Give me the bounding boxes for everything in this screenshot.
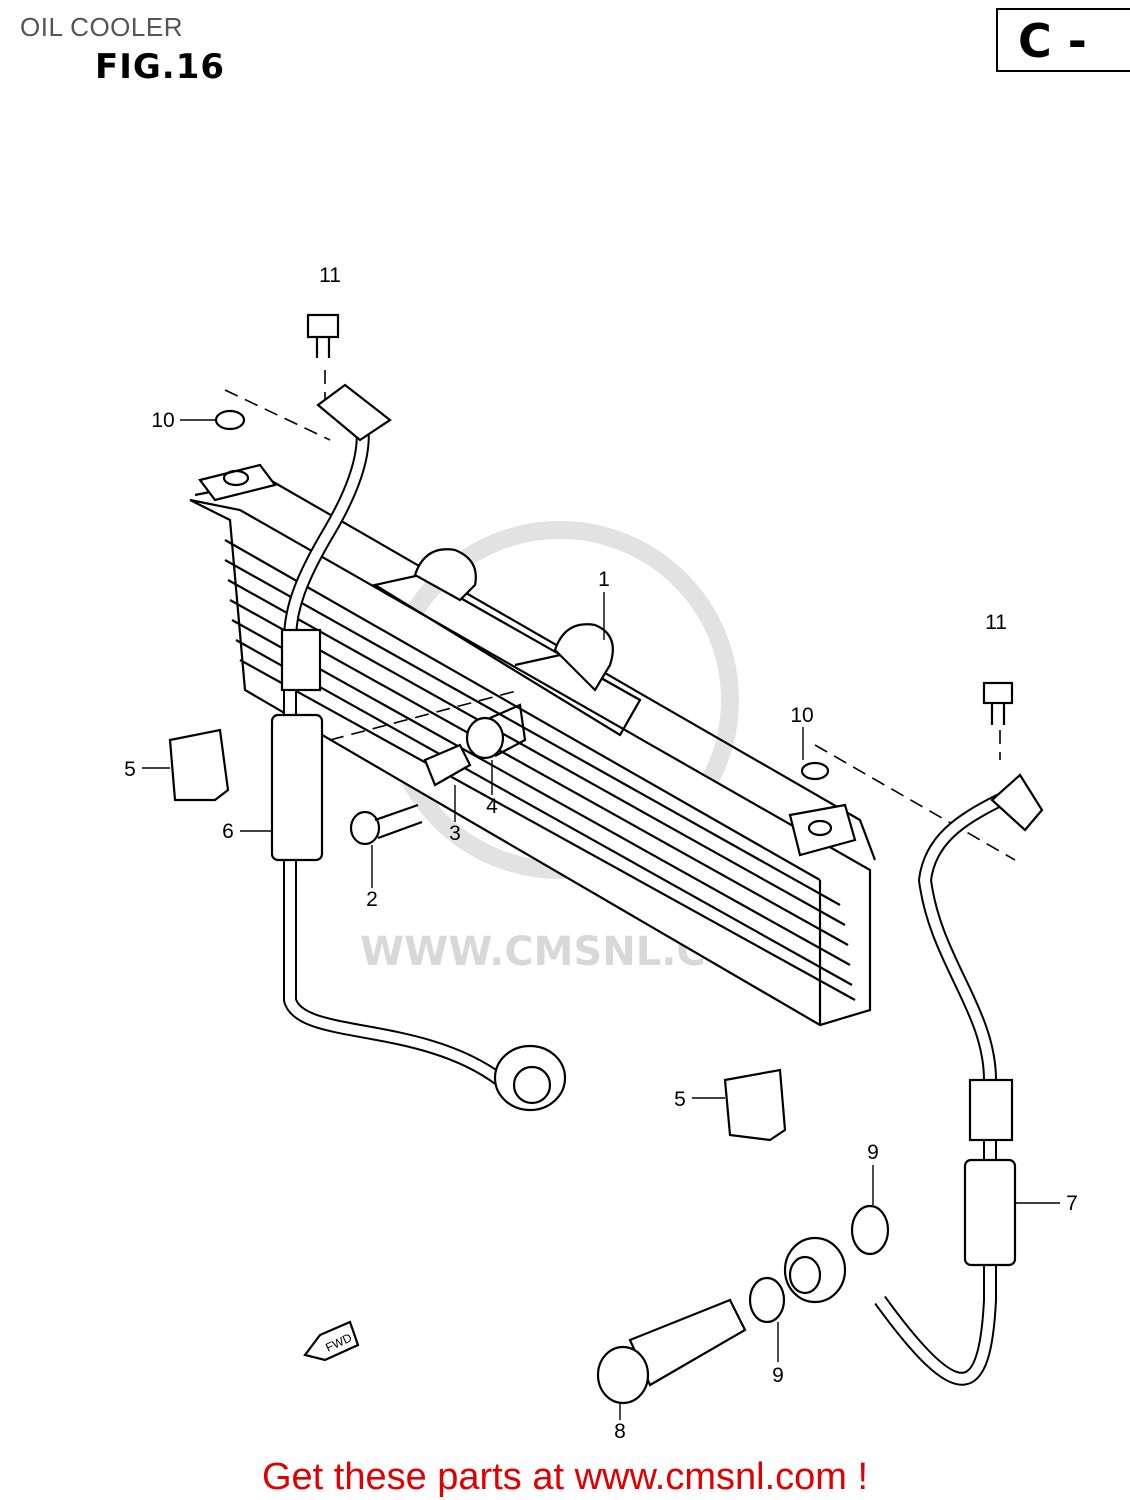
bolt-11 [982,681,1014,725]
figure-number: FIG.16 [95,47,226,87]
collar-3 [423,743,472,787]
cushion-5 [723,1068,787,1142]
cushion-5 [168,728,230,802]
callout-3: 3 [449,822,461,845]
callout-7: 7 [1066,1192,1078,1215]
bolt-2 [349,803,423,846]
union-bolt-8 [596,1298,747,1405]
callout-9: 9 [867,1141,879,1164]
bolt-11 [306,313,340,358]
footer-link[interactable]: Get these parts at www.cmsnl.com ! [261,1456,869,1498]
o-ring-10 [214,409,246,431]
diagram-subtitle: OIL COOLER [20,12,183,42]
callout-10: 10 [790,704,814,727]
oil-hose-6 [270,383,567,1112]
callout-5: 5 [124,758,136,781]
gasket-9 [850,1204,890,1256]
oil-hose-7 [783,773,1044,1386]
fwd-arrow-icon: FWD [303,1320,360,1362]
grommet-4 [465,703,527,760]
callout-10: 10 [151,409,175,432]
callout-5: 5 [674,1088,686,1111]
callout-6: 6 [222,820,234,843]
callout-11: 11 [319,264,341,287]
callout-4: 4 [486,795,498,818]
callout-9: 9 [772,1364,784,1387]
callout-8: 8 [614,1420,626,1443]
oil-cooler [189,463,877,1027]
o-ring-10 [800,761,830,781]
gasket-9 [748,1276,786,1324]
leader-lines [142,419,1060,1420]
callout-2: 2 [366,888,378,911]
section-box: C - [996,8,1130,72]
callout-11: 11 [985,611,1007,634]
callout-1: 1 [598,568,610,591]
